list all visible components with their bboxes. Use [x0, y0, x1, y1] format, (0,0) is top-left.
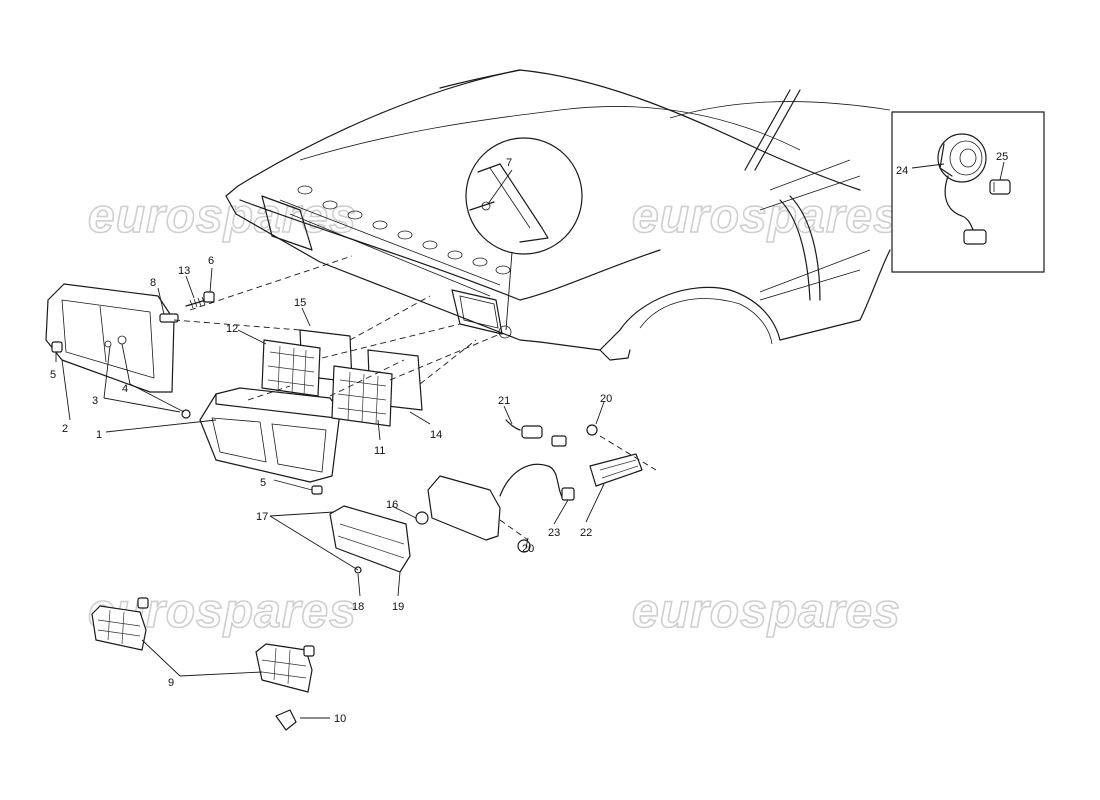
callout-13: 13 — [178, 265, 190, 277]
callout-1: 1 — [96, 429, 102, 441]
spring-13 — [185, 299, 207, 307]
nut-5b — [311, 485, 323, 495]
callout-3: 3 — [92, 395, 98, 407]
fog-lamp-2 — [255, 643, 313, 693]
leader-lines — [55, 161, 1005, 719]
fog-lamps — [91, 597, 315, 731]
callout-17: 17 — [256, 511, 268, 523]
callout-5-bottom: 5 — [260, 477, 266, 489]
callout-10: 10 — [334, 713, 346, 725]
callout-22: 22 — [580, 527, 592, 539]
adjuster-parts — [159, 291, 215, 419]
callout-25: 25 — [996, 151, 1008, 163]
callout-20-top: 20 — [600, 393, 612, 405]
callout-20-bottom: 20 — [522, 543, 534, 555]
callout-6: 6 — [208, 255, 214, 267]
bulb-16 — [415, 511, 429, 525]
callouts: 1 2 3 4 5 5 6 7 8 9 10 11 12 13 14 15 16… — [50, 151, 1008, 725]
nut-20a — [586, 424, 598, 436]
callout-8: 8 — [150, 277, 156, 289]
grille-frame — [199, 387, 341, 495]
bulb-10 — [275, 709, 297, 731]
screw-8 — [159, 313, 179, 323]
callout-15: 15 — [294, 297, 306, 309]
headlamp-12 — [261, 339, 321, 397]
callout-21: 21 — [498, 395, 510, 407]
detail-circle-7 — [465, 137, 583, 339]
assembly-lines — [173, 255, 657, 541]
callout-9: 9 — [168, 677, 174, 689]
callout-12: 12 — [226, 323, 238, 335]
callout-23: 23 — [548, 527, 560, 539]
side-marker — [589, 453, 643, 487]
bulb-holder-21 — [521, 425, 543, 439]
callout-4: 4 — [122, 383, 128, 395]
callout-24: 24 — [896, 165, 908, 177]
watermark-top-right: eurospares — [632, 190, 901, 243]
callout-18: 18 — [352, 601, 364, 613]
callout-16: 16 — [386, 499, 398, 511]
watermark-bottom-right: eurospares — [632, 585, 901, 638]
nut-5a — [51, 341, 63, 353]
fog-lamp-1 — [91, 605, 147, 651]
indicator-lens-19 — [329, 505, 411, 573]
watermarks: eurospares eurospares eurospares eurospa… — [87, 189, 901, 639]
headlamp-bezel — [45, 283, 175, 393]
callout-5-left: 5 — [50, 369, 56, 381]
callout-19: 19 — [392, 601, 404, 613]
callout-11: 11 — [374, 445, 385, 457]
callout-2: 2 — [62, 423, 68, 435]
front-indicator — [329, 419, 598, 574]
car-body — [225, 69, 891, 361]
horn-inset — [891, 111, 1045, 273]
connector-23 — [561, 487, 575, 501]
clip-6 — [203, 291, 215, 303]
watermark-top-left: eurospares — [88, 190, 357, 243]
callout-14: 14 — [430, 429, 442, 441]
indicator-housing — [427, 475, 501, 541]
horn-relay — [989, 179, 1011, 195]
horn — [937, 133, 987, 245]
callout-7: 7 — [506, 157, 512, 169]
headlamps — [261, 329, 423, 427]
